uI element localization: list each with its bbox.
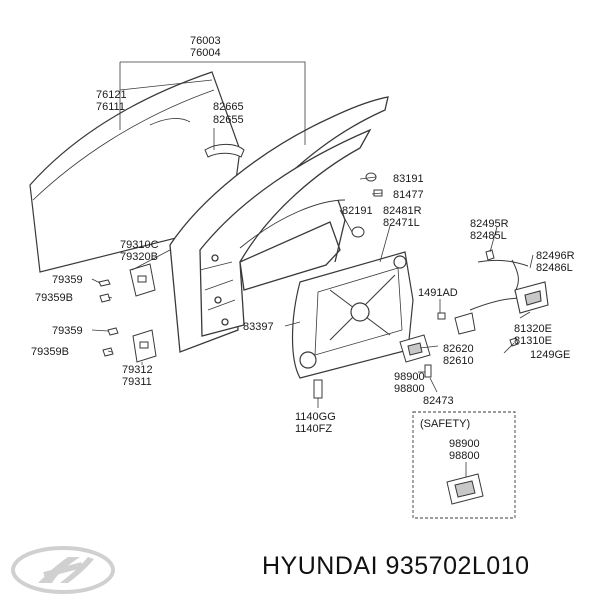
label-82485l: 82485L <box>470 230 507 242</box>
brand-part-number: HYUNDAI 935702L010 <box>262 552 530 580</box>
label-1249ge: 1249GE <box>530 349 570 361</box>
hinge-bolts <box>98 279 119 357</box>
label-81310e: 81310E <box>514 335 552 347</box>
upper-hinge <box>129 263 156 297</box>
label-76003: 76003 <box>190 35 221 47</box>
label-83397: 83397 <box>243 321 274 333</box>
latch-rods <box>469 249 537 311</box>
label-82496r: 82496R <box>536 250 575 262</box>
label-1140gg: 1140GG <box>295 411 336 423</box>
safety-inset: (SAFETY) 98900 98800 <box>412 411 516 519</box>
label-76111: 76111 <box>96 101 125 113</box>
leader-lines <box>91 61 534 408</box>
label-82495r: 82495R <box>470 218 509 230</box>
label-1491ad: 1491AD <box>418 287 458 299</box>
safety-title: (SAFETY) <box>420 418 470 430</box>
safety-motor <box>446 473 484 505</box>
label-82655: 82655 <box>213 114 244 126</box>
door-seal <box>239 199 346 249</box>
label-79359-upper: 79359 <box>52 274 83 286</box>
part-labels: 76003 76004 76121 76111 82665 82655 8319… <box>31 35 575 435</box>
label-98900: 98900 <box>394 371 425 383</box>
bottom-bolts <box>313 364 432 399</box>
door-handle <box>204 143 245 158</box>
label-82191: 82191 <box>342 205 373 217</box>
lower-hinge <box>132 329 157 363</box>
label-79310c: 79310C <box>120 239 159 251</box>
label-83191: 83191 <box>393 173 424 185</box>
label-82486l: 82486L <box>536 262 573 274</box>
hyundai-logo-icon <box>11 546 115 594</box>
label-82471l: 82471L <box>383 217 420 229</box>
label-79359-lower: 79359 <box>52 325 83 337</box>
safety-label-98800: 98800 <box>449 450 480 462</box>
label-82473: 82473 <box>423 395 454 407</box>
label-1140fz: 1140FZ <box>295 423 332 435</box>
label-76004: 76004 <box>190 47 221 59</box>
label-82481r: 82481R <box>383 205 422 217</box>
label-76121: 76121 <box>96 89 127 101</box>
label-81477: 81477 <box>393 189 424 201</box>
striker-parts <box>437 312 519 347</box>
safety-label-98900: 98900 <box>449 438 480 450</box>
window-regulator <box>291 251 414 379</box>
label-79320b: 79320B <box>120 251 158 263</box>
label-98800: 98800 <box>394 383 425 395</box>
label-82665: 82665 <box>213 101 244 113</box>
door-actuator <box>399 334 431 363</box>
label-81320e: 81320E <box>514 323 552 335</box>
label-79359b-upper: 79359B <box>35 292 73 304</box>
label-79359b-lower: 79359B <box>31 346 69 358</box>
label-82610: 82610 <box>443 355 474 367</box>
label-79311: 79311 <box>122 376 152 388</box>
label-79312: 79312 <box>122 364 153 376</box>
door-latch <box>514 281 549 314</box>
label-82620: 82620 <box>443 343 474 355</box>
door-inner-frame <box>169 96 389 353</box>
